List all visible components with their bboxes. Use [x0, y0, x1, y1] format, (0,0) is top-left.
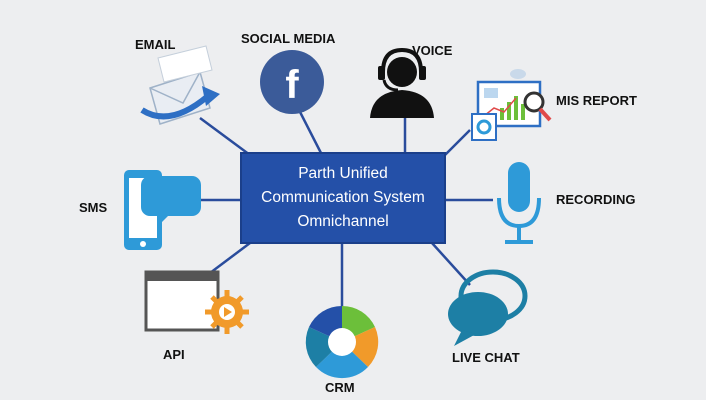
- label-mis-report: MIS REPORT: [556, 93, 637, 108]
- headset-user-icon: [370, 47, 434, 118]
- crm-cycle-icon: [305, 305, 379, 379]
- central-hub-box: Parth Unified Communication System Omnic…: [240, 152, 446, 244]
- report-chart-icon: [471, 69, 552, 141]
- connector-live-chat: [431, 242, 471, 286]
- hub-title-line-3: Omnichannel: [297, 213, 389, 230]
- hub-title-line-1: Parth Unified: [298, 165, 388, 182]
- connector-social-media: [296, 107, 324, 156]
- connector-email: [199, 116, 251, 157]
- chat-bubbles-icon: [448, 269, 528, 346]
- label-social-media: SOCIAL MEDIA: [241, 31, 336, 46]
- connector-mis-report: [441, 129, 471, 159]
- microphone-icon: [497, 162, 541, 244]
- label-voice: VOICE: [412, 43, 453, 58]
- svg-text:f: f: [285, 63, 299, 107]
- api-window-gear-icon: [144, 270, 249, 334]
- label-live-chat: LIVE CHAT: [452, 350, 520, 365]
- label-sms: SMS: [79, 200, 108, 215]
- smartphone-chat-icon: [124, 170, 201, 250]
- hub-title-line-2: Communication System: [261, 189, 425, 206]
- facebook-icon: f: [260, 50, 324, 114]
- label-api: API: [163, 347, 185, 362]
- label-recording: RECORDING: [556, 192, 636, 207]
- envelope-icon: [140, 45, 220, 125]
- label-crm: CRM: [325, 380, 355, 395]
- label-email: EMAIL: [135, 37, 176, 52]
